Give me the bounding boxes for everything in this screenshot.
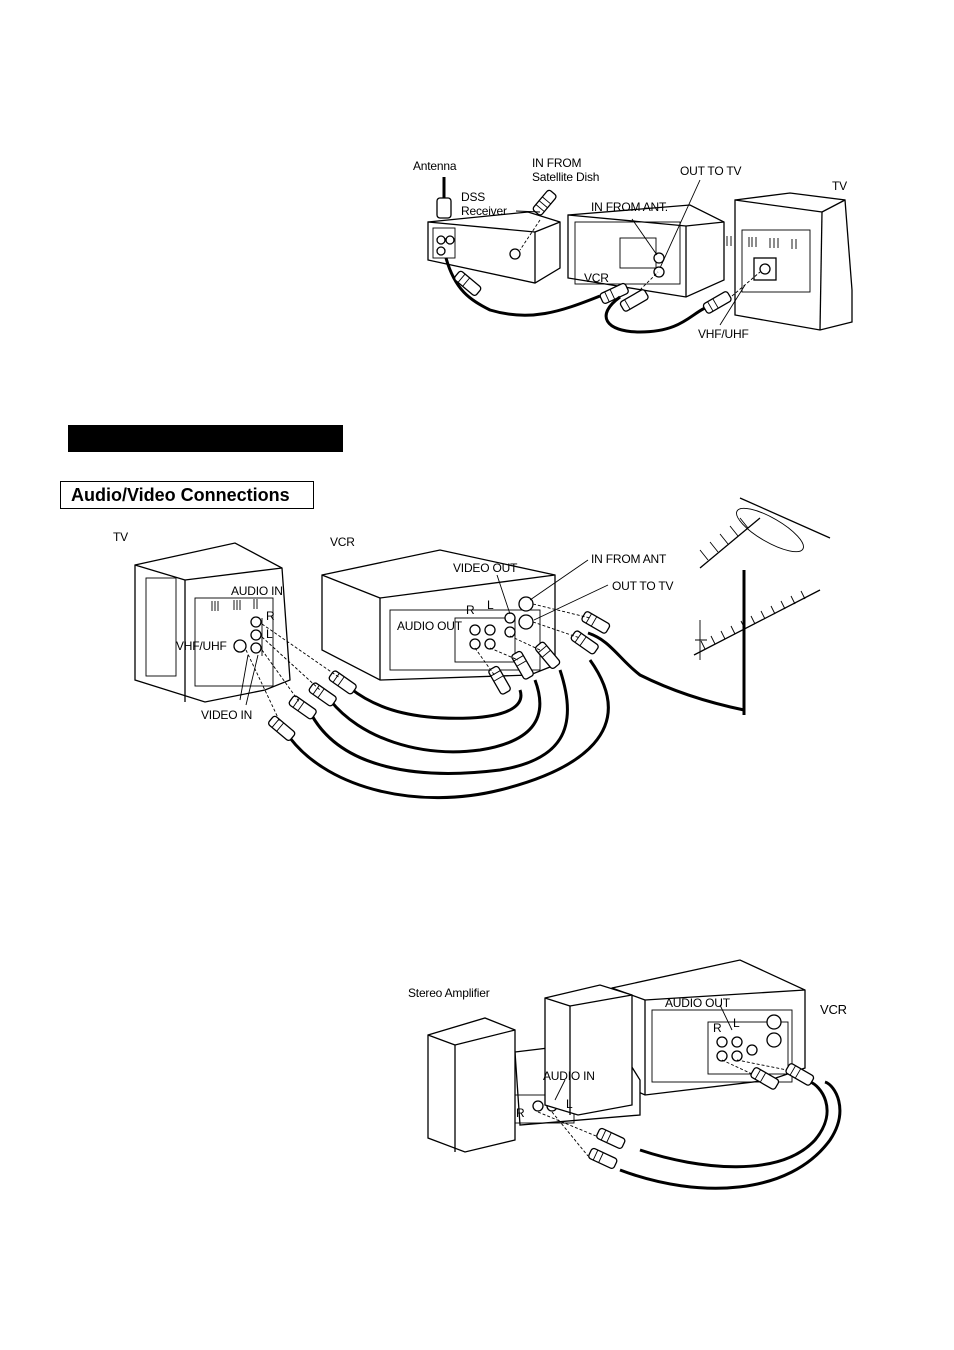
audio-out-label-3: AUDIO OUT (665, 997, 730, 1009)
amp-r-label: R (713, 1022, 721, 1034)
stereo-amplifier-illustration (0, 0, 954, 1200)
audio-in-label-3: AUDIO IN (543, 1070, 595, 1082)
amp-l-label: L (733, 1017, 739, 1029)
vcr-label-3: VCR (820, 1003, 847, 1016)
stereo-r-label: R (516, 1107, 524, 1119)
stereo-l-label: L (566, 1098, 572, 1110)
stereo-amplifier-label: Stereo Amplifier (408, 987, 490, 999)
